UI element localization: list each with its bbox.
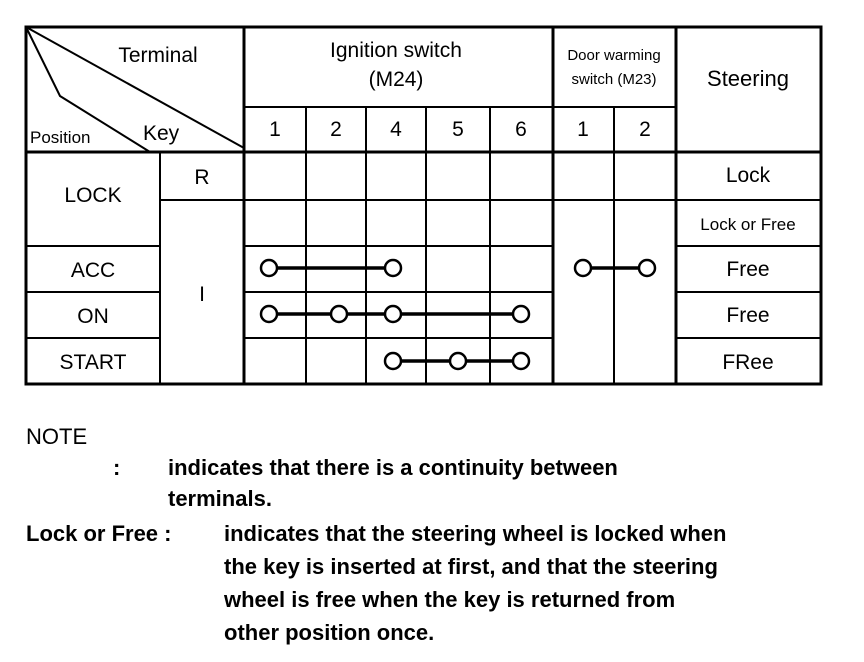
position-start: START [60, 351, 127, 374]
key-i: I [199, 283, 205, 306]
terminal-node [573, 258, 593, 278]
terminal-number: 2 [639, 118, 651, 141]
table-grid [24, 25, 823, 386]
position-acc: ACC [71, 259, 115, 282]
lock-or-free-line: wheel is free when the key is returned f… [224, 587, 676, 612]
terminal-node [448, 351, 468, 371]
continuity-layer [259, 258, 657, 371]
steering-lock: Lock [726, 164, 771, 187]
terminal-number: 1 [269, 118, 281, 141]
terminal-node [259, 258, 279, 278]
lock-or-free-line: other position once. [224, 620, 435, 645]
corner-diagonal [25, 26, 245, 149]
steering-free-acc: Free [726, 258, 769, 281]
terminal-node [383, 351, 403, 371]
position-label: Position [30, 128, 90, 147]
lock-or-free-line: indicates that the steering wheel is loc… [224, 521, 727, 546]
terminal-number: 6 [515, 118, 527, 141]
door-switch-title: Door warming [567, 47, 660, 64]
continuity-description-line2: terminals. [168, 486, 272, 511]
position-lock: LOCK [64, 184, 121, 207]
table-frame [24, 25, 823, 386]
note-heading: NOTE [26, 424, 88, 449]
key-label: Key [143, 122, 180, 145]
note-symbol-colon: : [113, 455, 121, 480]
terminal-node [637, 258, 657, 278]
terminal-number: 5 [452, 118, 464, 141]
terminal-number: 4 [390, 118, 402, 141]
ignition-switch-code: (M24) [369, 68, 424, 91]
steering-free-on: Free [726, 304, 769, 327]
steering-header: Steering [707, 66, 789, 91]
terminal-node [329, 304, 349, 324]
terminal-node [511, 304, 531, 324]
terminal-label: Terminal [118, 44, 197, 67]
key-r: R [194, 166, 209, 189]
switch-continuity-table: Terminal Position Key Ignition switch (M… [24, 25, 823, 386]
continuity-connection [259, 258, 403, 278]
corner-diagonal [25, 26, 151, 153]
terminal-node [383, 304, 403, 324]
terminal-node [511, 351, 531, 371]
steering-lock-or-free: Lock or Free [700, 215, 795, 234]
lock-or-free-line: the key is inserted at first, and that t… [224, 554, 718, 579]
ignition-switch-title: Ignition switch [330, 39, 462, 62]
terminal-number: 1 [577, 118, 589, 141]
lock-or-free-term: Lock or Free : [26, 521, 172, 546]
terminal-node [259, 304, 279, 324]
continuity-description-line1: indicates that there is a continuity bet… [168, 455, 618, 480]
door-switch-code: switch (M23) [571, 71, 656, 88]
continuity-connection [383, 351, 531, 371]
continuity-connection [573, 258, 657, 278]
steering-free-start: FRee [722, 351, 773, 374]
terminal-node [383, 258, 403, 278]
position-on: ON [77, 305, 109, 328]
terminal-number: 2 [330, 118, 342, 141]
continuity-connection [259, 304, 531, 324]
